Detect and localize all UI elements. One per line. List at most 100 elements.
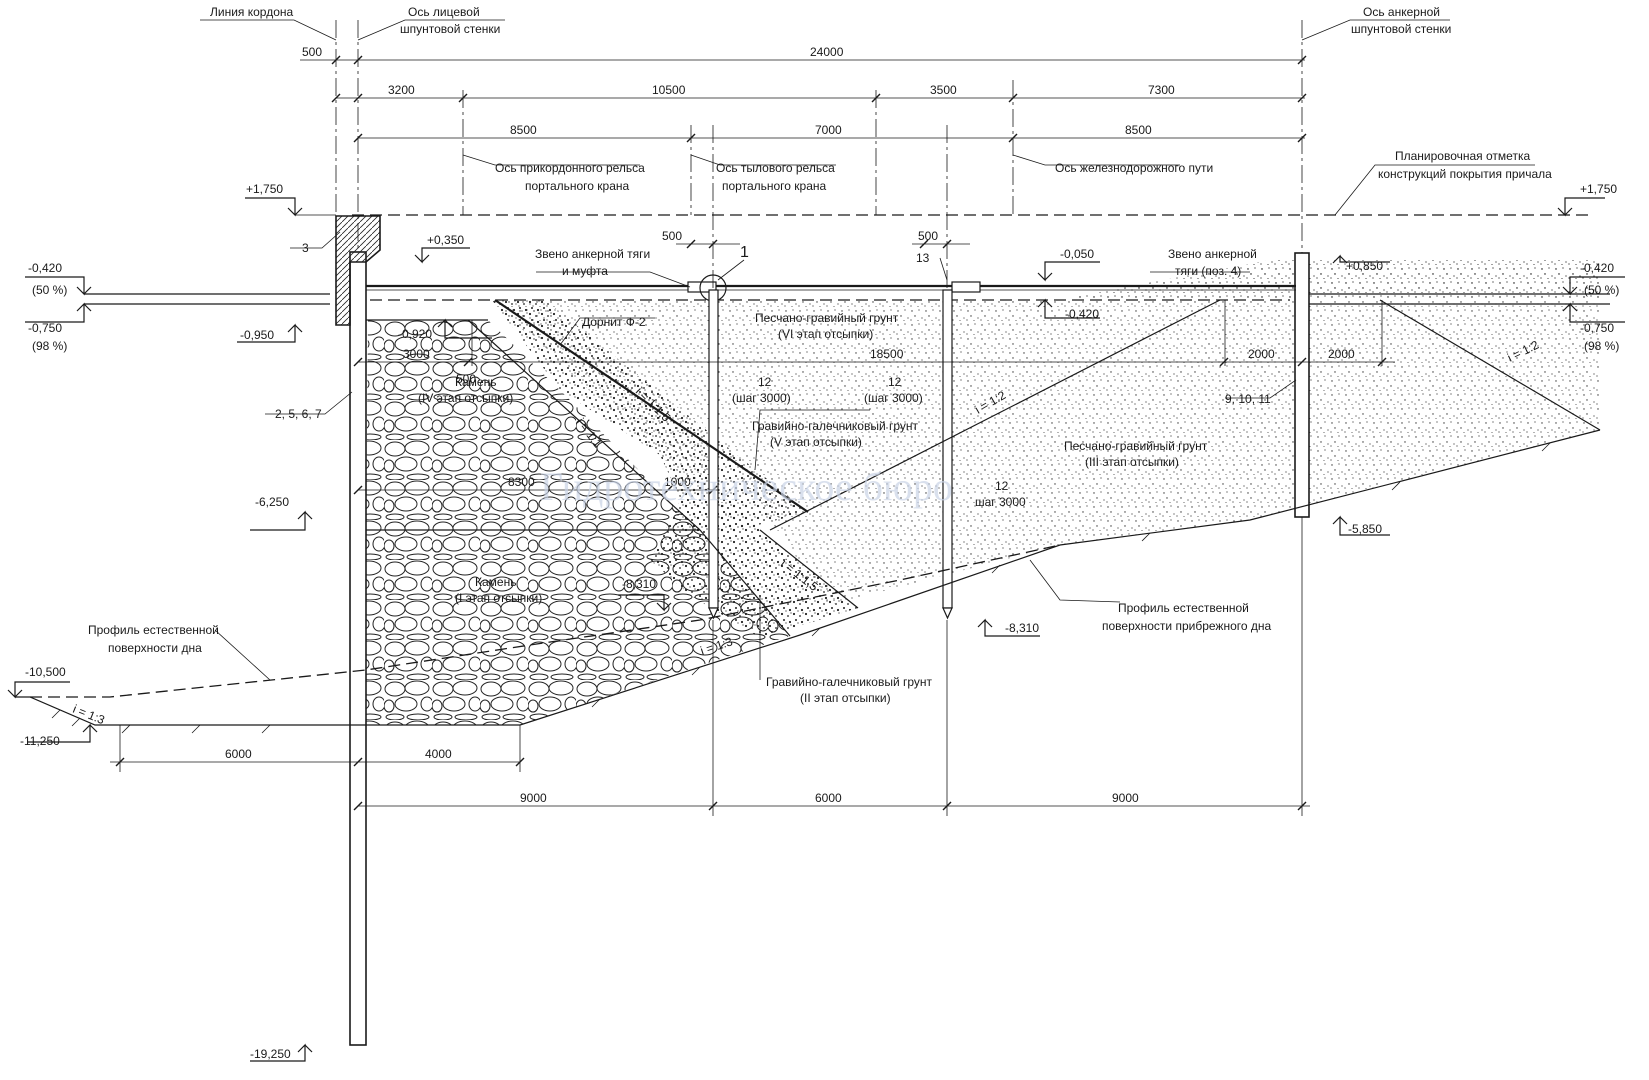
cordon-line-label: Линия кордона xyxy=(210,5,294,19)
anchor-sheet-pile-wall xyxy=(1294,252,1310,518)
pos-1: 1 xyxy=(740,244,749,261)
soil-ii-label-1: Гравийно-галечниковый грунт xyxy=(766,675,933,689)
stone-fill-i xyxy=(366,530,790,725)
face-wall-axis-label-2: шпунтовой стенки xyxy=(400,22,500,36)
dim-8300: 8300 xyxy=(508,475,535,489)
el-wall-bottom-cap: -0,950 xyxy=(240,328,274,342)
el-pile-bottom-left: -8,310 xyxy=(622,577,656,591)
rail-front-label-2: портального крана xyxy=(525,179,630,193)
anchor-wall-axis-label-2: шпунтовой стенки xyxy=(1351,22,1451,36)
el-stone-top: -0,920 xyxy=(398,327,432,341)
dim-500-inner: 500 xyxy=(456,372,476,386)
dim-500-pile1: 500 xyxy=(662,229,682,243)
slope-iii-v-boundary xyxy=(759,529,859,609)
soil-i-label-2: (I этап отсыпки) xyxy=(455,591,542,605)
tie-coupling-2 xyxy=(951,281,981,293)
soil-ii-label-2: (II этап отсыпки) xyxy=(800,691,891,705)
slope-1-1 xyxy=(467,319,701,531)
soil-iv-label-2: (IV этап отсыпки) xyxy=(418,391,513,405)
soil-i-label-1: Камень xyxy=(475,575,516,589)
sand-gravel-fill-iii xyxy=(700,260,1600,605)
dim-2000-left: 2000 xyxy=(1248,347,1275,361)
natural-bottom-label-1: Профиль естественной xyxy=(88,623,219,637)
leader-lines xyxy=(200,19,1535,681)
soil-iii-label-1: Песчано-гравийный грунт xyxy=(1064,439,1208,453)
el-right-w1: -0,420 xyxy=(1580,261,1614,275)
dim-6000-mid: 6000 xyxy=(815,791,842,805)
inner-dimension-lines xyxy=(353,300,1395,495)
anchor-link-coupling-label-1: Звено анкерной тяги xyxy=(535,247,650,261)
el-right-w2-pct: (98 %) xyxy=(1584,339,1619,353)
slope-1-2-fill xyxy=(769,299,1221,531)
soil-labels: Песчано-гравийный грунт (VI этап отсыпки… xyxy=(418,311,1208,705)
dim-9000-right: 9000 xyxy=(1112,791,1139,805)
el-left-w2-pct: (98 %) xyxy=(32,339,67,353)
el-right-w1-pct: (50 %) xyxy=(1584,283,1619,297)
elevation-values: +1,750 +1,750 -0,420 (50 %) -0,750 (98 %… xyxy=(20,182,1619,1061)
anchor-fill-slope xyxy=(1379,299,1601,431)
slope-1-1-5-lower xyxy=(699,529,791,637)
dim-500-top: 500 xyxy=(302,45,322,59)
el-cap: +0,350 xyxy=(427,233,464,247)
rail-front-label-1: Ось прикордонного рельса xyxy=(495,161,645,175)
el-wall-toe: -19,250 xyxy=(250,1047,291,1061)
dim-7300: 7300 xyxy=(1148,83,1175,97)
el-pile-bottom-right: -8,310 xyxy=(1005,621,1039,635)
dim-1000: 1000 xyxy=(664,475,691,489)
face-wall-axis-label-1: Ось лицевой xyxy=(408,5,480,19)
pile-rear-rail-tip xyxy=(942,607,953,620)
dim-10500: 10500 xyxy=(652,83,686,97)
el-tie-low: -0,420 xyxy=(1065,307,1099,321)
dornit-geotextile-line xyxy=(494,299,809,513)
pile-b-label-1: 12 xyxy=(888,375,902,389)
soil-vi-label-1: Песчано-гравийный грунт xyxy=(755,311,899,325)
dornit-label: Дорнит Ф-2 xyxy=(582,315,646,329)
dim-3200: 3200 xyxy=(388,83,415,97)
dim-8500-right: 8500 xyxy=(1125,123,1152,137)
pos-2567: 2, 5, 6, 7 xyxy=(275,407,322,421)
el-right-top: +1,750 xyxy=(1580,182,1617,196)
seabed-base-line xyxy=(15,696,520,726)
el-anchor-top: +0,850 xyxy=(1346,259,1383,273)
natural-shore-bottom-label-2: поверхности прибрежного дна xyxy=(1102,619,1271,633)
el-seabed-left: -10,500 xyxy=(25,665,66,679)
dim-500-pile2: 500 xyxy=(918,229,938,243)
bottom-dimension-lines xyxy=(110,517,1310,816)
pile-a-label-2: (шаг 3000) xyxy=(732,391,791,405)
pile-c-label-1: 12 xyxy=(995,479,1009,493)
anchor-link-pos4-label-1: Звено анкерной xyxy=(1168,247,1257,261)
pos-13: 13 xyxy=(916,251,930,265)
position-labels: 3 2, 5, 6, 7 1 13 9, 10, 11 12 (шаг 3000… xyxy=(275,241,1271,509)
sand-gravel-fill-vi xyxy=(490,260,1600,520)
concrete-cap xyxy=(335,215,381,326)
pile-c-label-2: шаг 3000 xyxy=(975,495,1026,509)
el-left-w1: -0,420 xyxy=(28,261,62,275)
dim-9000-left: 9000 xyxy=(520,791,547,805)
el-tie-mid: -0,050 xyxy=(1060,247,1094,261)
watermark: Гидротехническое бюро xyxy=(540,464,953,509)
railway-label: Ось железнодорожного пути xyxy=(1055,161,1213,175)
rail-rear-label-1: Ось тылового рельса xyxy=(716,161,835,175)
dim-18500: 18500 xyxy=(870,347,904,361)
anchor-wall-axis-label-1: Ось анкерной xyxy=(1363,5,1440,19)
dim-7000: 7000 xyxy=(815,123,842,137)
pile-a-label-1: 12 xyxy=(758,375,772,389)
el-level-6250: -6,250 xyxy=(255,495,289,509)
gravel-pebble-fill-v xyxy=(492,300,808,540)
face-sheet-pile-wall xyxy=(349,251,367,1046)
soil-iv-label-1: Камень xyxy=(455,375,496,389)
dim-6000-left: 6000 xyxy=(225,747,252,761)
natural-shore-bottom-label-1: Профиль естественной xyxy=(1118,601,1249,615)
el-anchor-bottom: -5,850 xyxy=(1348,522,1382,536)
el-right-w2: -0,750 xyxy=(1580,321,1614,335)
planning-mark-label-2: конструкций покрытия причала xyxy=(1378,167,1552,181)
pos-91011: 9, 10, 11 xyxy=(1225,392,1271,406)
soil-vi-label-2: (VI этап отсыпки) xyxy=(778,327,873,341)
dimension-values: 500 24000 3200 10500 3500 7300 8500 7000… xyxy=(225,45,1355,805)
ground-hatch-ticks xyxy=(51,442,1551,734)
callout-labels: Линия кордона Ось лицевой шпунтовой стен… xyxy=(88,5,1552,655)
pile-front-rail-tip xyxy=(708,607,719,620)
el-left-w1-pct: (50 %) xyxy=(32,283,67,297)
rail-rear-label-2: портального крана xyxy=(722,179,827,193)
